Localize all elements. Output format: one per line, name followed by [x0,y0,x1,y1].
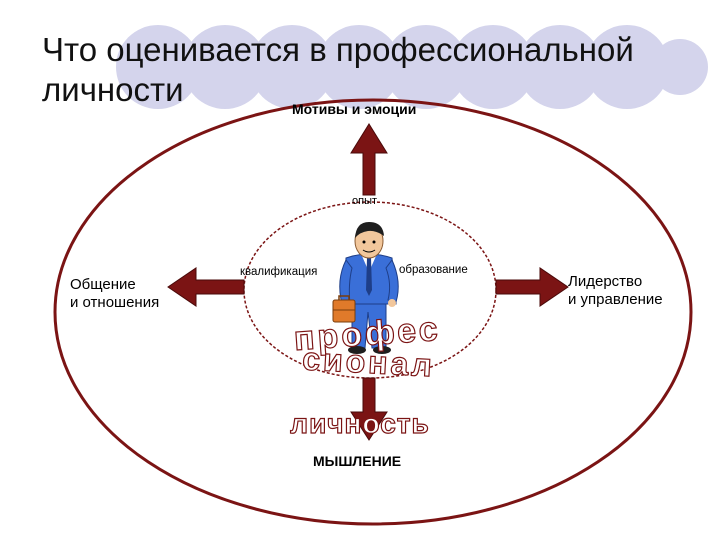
decor-circle [652,39,708,95]
arrow-up-icon [350,123,388,196]
node-communication: Общение и отношения [70,276,159,312]
node-education: образование [399,264,468,276]
node-qualification: квалификация [240,266,318,278]
wordart-line1: профес [293,310,442,358]
node-thinking: МЫШЛЕНИЕ [313,453,402,469]
wordart-line2: сионал [301,341,435,384]
node-leadership: Лидерство и управление [568,273,663,309]
node-communication-line2: и отношения [70,294,160,311]
decor-circle [183,25,267,109]
decor-circle [518,25,602,109]
decor-circle [317,25,401,109]
arrow-down-icon [350,377,388,441]
arrow-right-icon [495,267,569,307]
decor-circle [116,25,200,109]
node-motives-emotions: Мотивы и эмоции [292,101,417,117]
wordart: профес сионал личность [290,309,443,439]
decorative-circles [116,25,708,109]
decor-circle [451,25,535,109]
outer-ellipse [53,98,693,526]
decor-circle [585,25,669,109]
node-leadership-line2: и управление [568,291,663,308]
node-experience: опыт [352,195,378,207]
businessman-icon [332,222,399,354]
wordart-line3: личность [290,408,429,439]
decor-circle [250,25,334,109]
arrow-left-icon [167,267,245,307]
node-leadership-line1: Лидерство [568,273,643,290]
page-title: Что оценивается в профессиональной лично… [42,31,634,108]
briefcase-icon [332,295,356,323]
node-communication-line1: Общение [70,276,136,293]
decor-circle [384,25,468,109]
